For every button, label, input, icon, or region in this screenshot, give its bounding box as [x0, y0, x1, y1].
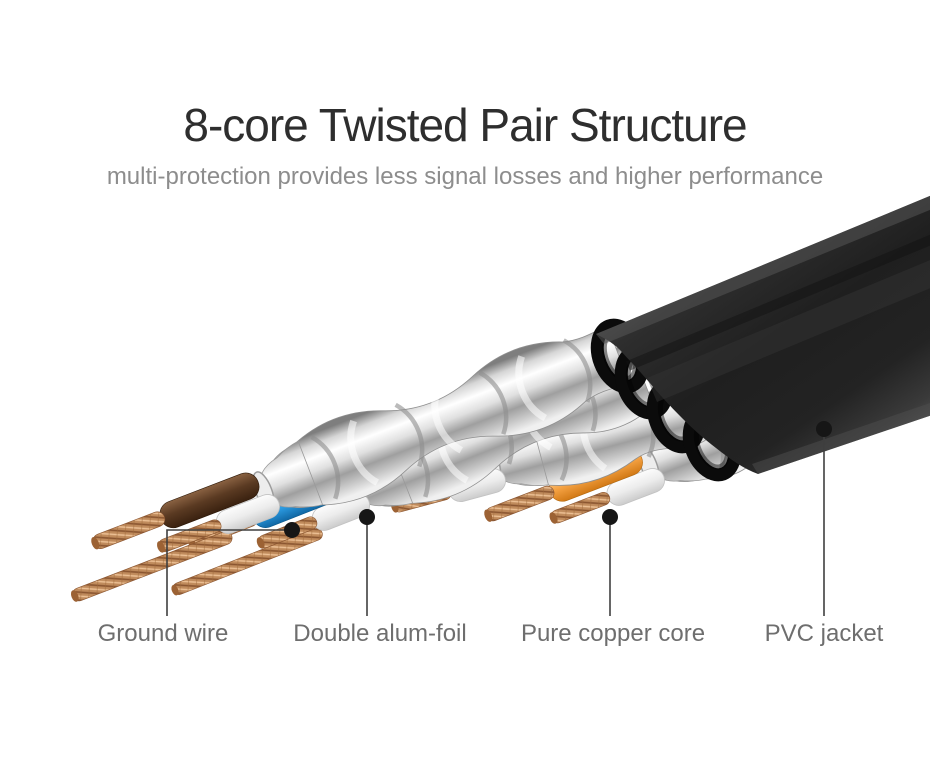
ground-wire-dot — [284, 522, 300, 538]
callout-label-pure-copper-core: Pure copper core — [520, 620, 706, 647]
twisted-pair-brown — [70, 325, 631, 602]
callout-leaders — [166, 421, 832, 616]
pure-copper-core-dot — [602, 509, 618, 525]
page-subtitle: multi-protection provides less signal lo… — [106, 163, 824, 190]
page-title: 8-core Twisted Pair Structure — [183, 99, 747, 151]
copper-core — [92, 511, 166, 549]
ground-wire-leader-line — [166, 529, 292, 616]
callout-label-ground-wire: Ground wire — [97, 620, 229, 647]
callout-label-double-alum-foil: Double alum-foil — [293, 620, 467, 647]
pvc-jacket-dot — [816, 421, 832, 437]
double-alum-foil-dot — [359, 509, 375, 525]
pvc-jacket-body — [596, 195, 930, 474]
callout-label-pvc-jacket: PVC jacket — [764, 620, 884, 647]
foil-cone — [259, 440, 324, 508]
